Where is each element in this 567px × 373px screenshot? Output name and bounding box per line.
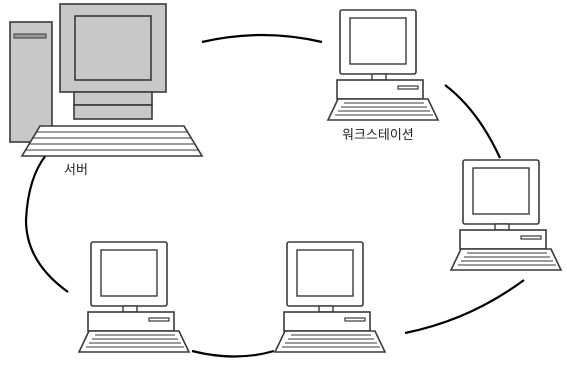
workstation-computer-4: [78, 241, 190, 353]
link-ws2-ws3: [404, 279, 525, 335]
workstation-computer-2: [450, 159, 562, 271]
link-ws4-server: [24, 154, 69, 293]
link-ws1-ws2: [444, 84, 501, 159]
ring-links: [24, 33, 525, 358]
link-ws3-ws4: [191, 349, 275, 358]
server-label: 서버: [64, 163, 88, 178]
workstation-computer-1: [327, 9, 439, 121]
workstation-computer-3: [274, 241, 386, 353]
workstation-label: 워크스테이션: [342, 128, 414, 143]
link-server-ws1: [201, 33, 323, 44]
server-computer: [9, 3, 204, 157]
